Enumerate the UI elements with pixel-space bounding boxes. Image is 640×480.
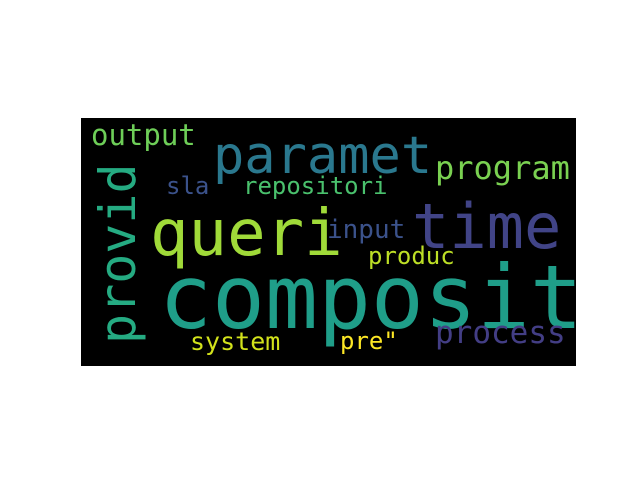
word-process: process (435, 315, 566, 351)
word-system: system (190, 327, 281, 356)
word-output: output (91, 118, 196, 152)
word-paramet: paramet (213, 126, 433, 186)
word-composit: composit (159, 246, 576, 349)
word-provid: provid (89, 163, 147, 344)
word-cloud: composit queri time paramet provid progr… (81, 118, 576, 366)
word-pre: pre" (340, 327, 398, 355)
word-sla: sla (166, 172, 210, 200)
word-program: program (435, 149, 570, 187)
word-input: input (327, 215, 406, 245)
word-produc: produc (368, 242, 455, 270)
word-queri: queri (150, 197, 343, 271)
word-time: time (412, 190, 562, 263)
word-repositori: repositori (243, 172, 388, 200)
